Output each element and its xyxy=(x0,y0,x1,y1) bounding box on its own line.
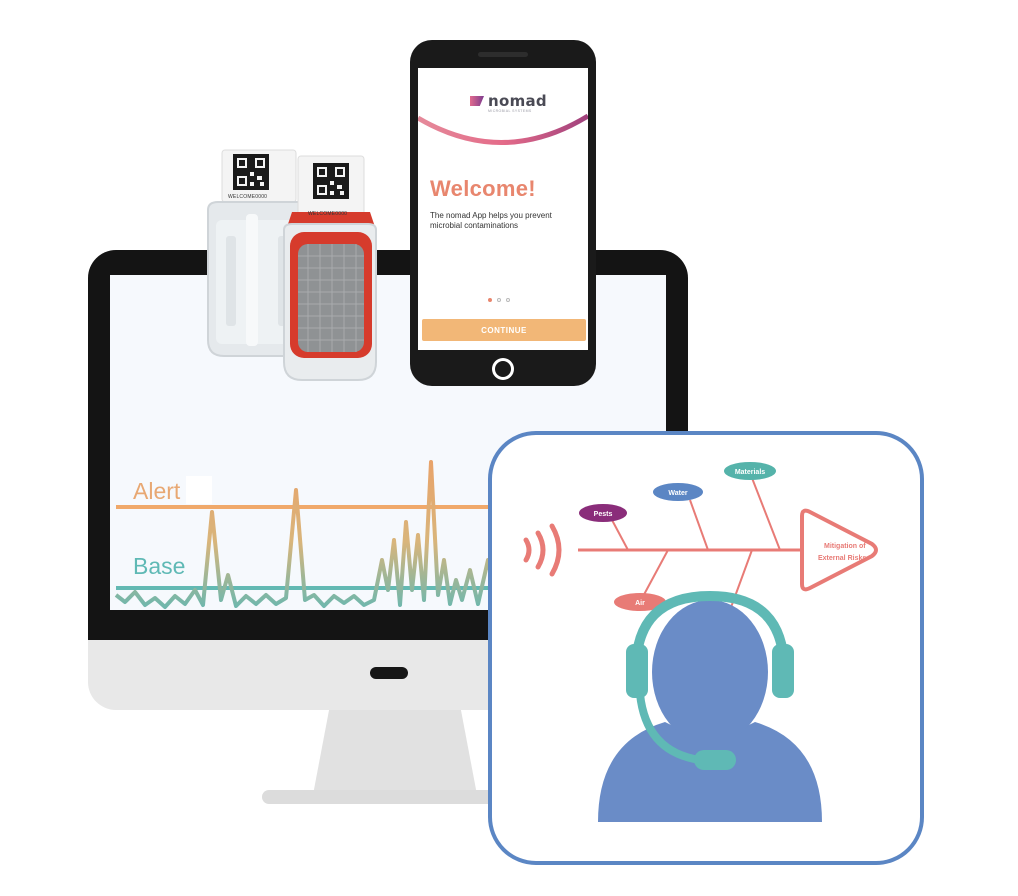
monitor-power-button xyxy=(370,667,408,679)
nomad-logo-word: nomad xyxy=(488,92,547,110)
headset-agent-icon xyxy=(598,590,822,822)
sample-kit-red xyxy=(283,155,377,381)
phone-header-wave xyxy=(418,113,588,145)
pager-dot-1[interactable] xyxy=(488,298,492,302)
nomad-logo: nomad MICROBIAL SYSTEMS xyxy=(470,94,547,114)
continue-button[interactable]: CONTINUE xyxy=(422,319,586,341)
monitor-trend-line xyxy=(114,460,498,609)
welcome-text: The nomad App helps you prevent microbia… xyxy=(430,211,552,230)
signal-waves-icon xyxy=(523,523,562,577)
alert-label: Alert xyxy=(133,478,181,504)
cause-pests: Pests xyxy=(579,504,627,522)
pager-dots xyxy=(488,298,510,302)
nomad-logo-icon xyxy=(470,96,484,106)
monitor-chart xyxy=(114,350,500,610)
qr-code-icon xyxy=(313,163,349,199)
welcome-title: Welcome! xyxy=(430,176,536,201)
svg-text:Pests: Pests xyxy=(594,511,613,518)
pager-dot-2[interactable] xyxy=(497,298,501,302)
fishbone-diagram: Mitigation of External Risks Pests Water… xyxy=(523,462,878,611)
kit2-code: WELCOME0000 xyxy=(308,211,348,217)
qr-code-icon xyxy=(233,154,269,190)
kit1-code: WELCOME0000 xyxy=(228,194,268,200)
cause-materials: Materials xyxy=(724,462,776,480)
phone-screen: nomad MICROBIAL SYSTEMS Welcome! The nom… xyxy=(418,68,588,350)
nomad-logo-sub: MICROBIAL SYSTEMS xyxy=(488,109,532,113)
fishbone-effect-label-2: External Risks xyxy=(818,555,866,562)
svg-text:Materials: Materials xyxy=(735,469,765,476)
base-label: Base xyxy=(133,553,186,579)
svg-text:Air: Air xyxy=(635,600,645,607)
monitor-stand xyxy=(262,705,530,804)
fishbone-effect-label-1: Mitigation of xyxy=(824,543,866,550)
cause-air: Air xyxy=(614,593,666,611)
pager-dot-3[interactable] xyxy=(506,298,510,302)
cause-water: Water xyxy=(653,483,703,501)
svg-text:Water: Water xyxy=(668,490,687,497)
